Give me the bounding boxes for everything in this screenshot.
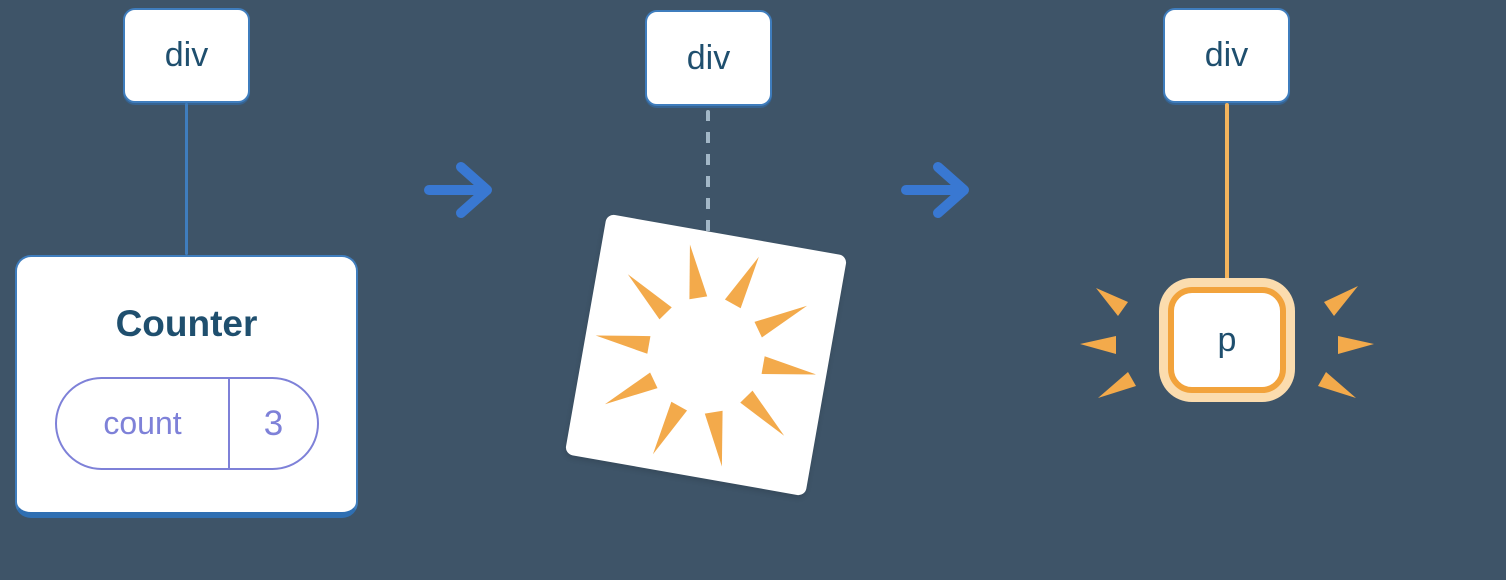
counter-component-card: Counter count 3	[15, 255, 358, 518]
stage2-div-node-label: div	[686, 38, 731, 77]
arrow-right-icon	[423, 155, 507, 225]
stage2-div-node-box: div	[645, 10, 772, 106]
p-node-label: p	[1217, 320, 1237, 359]
stage1-div-node-label: div	[164, 36, 209, 74]
stage3-div-node-label: div	[1204, 36, 1249, 74]
state-key-label: count	[57, 379, 230, 468]
stage3-div-node-box: div	[1163, 8, 1290, 103]
arrow-right-icon	[900, 155, 984, 225]
stage3-tree-edge	[1225, 103, 1229, 281]
stage2-deleted-tree-edge	[706, 110, 710, 232]
p-node-box: p	[1168, 287, 1286, 393]
component-title: Counter	[115, 303, 258, 344]
stage1-div-node-box: div	[123, 8, 250, 103]
state-pill: count 3	[55, 377, 319, 470]
poof-burst-icon	[564, 213, 848, 497]
stage1-tree-edge	[185, 103, 188, 255]
state-value-label: 3	[263, 403, 284, 443]
